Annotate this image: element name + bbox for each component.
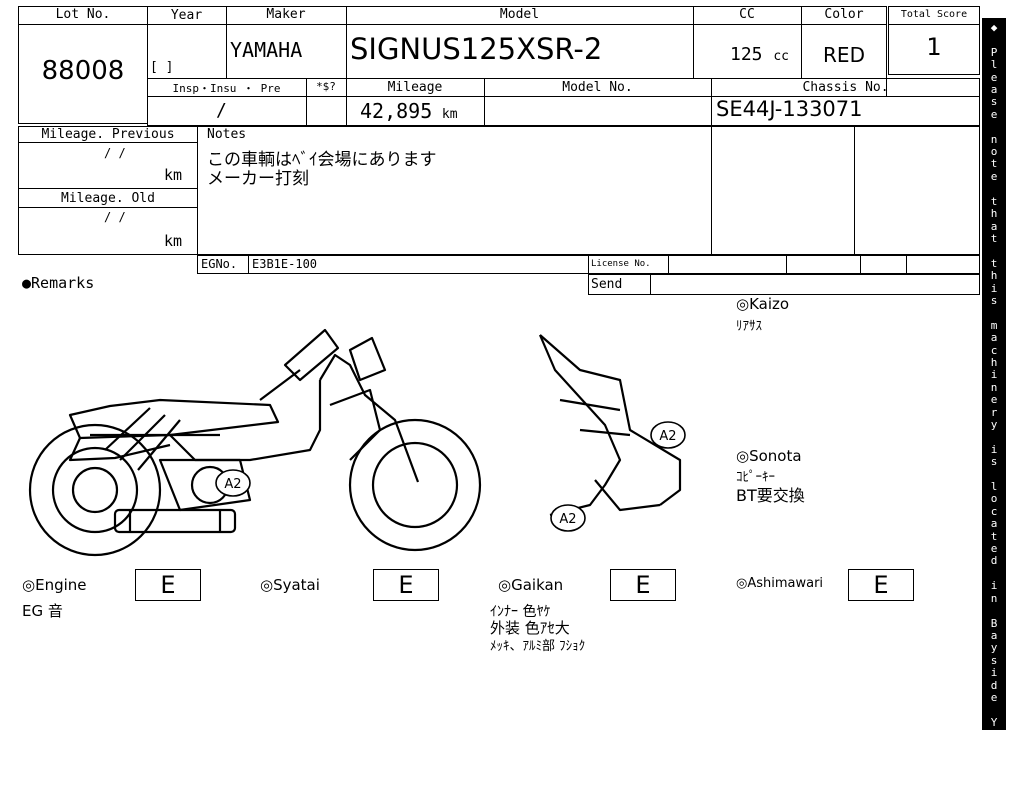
prev-mileage-unit: km [164,166,183,184]
old-mileage-unit: km [164,232,183,250]
old-mileage-label: Mileage. Old [61,191,155,206]
maker-value: YAMAHA [230,38,303,62]
eg-value: E3B1E-100 [252,257,318,271]
ashimawari-grade: E [848,569,914,601]
prev-mileage-label: Mileage. Previous [41,127,175,142]
scooter-diagram: A2 A2 A2 [28,328,686,557]
year-value: [ ] [150,60,174,75]
kaizo-label: ◎Kaizo [736,295,790,313]
gaikan-note-1: ｲﾝﾅｰ 色ﾔｹ [490,604,551,620]
model-value: SIGNUS125XSR-2 [350,32,603,66]
sonota-note-1: ｺﾋﾟｰｷｰ [736,470,775,485]
kaizo-note: ﾘｱｻｽ [736,319,762,334]
insp-label: Insp・Insu ・ Pre [172,82,281,95]
score-value: 1 [926,33,942,61]
maker-label: Maker [266,7,306,22]
mileage-value: 42,895 km [360,99,458,123]
ashimawari-label: ◎Ashimawari [736,576,824,591]
color-label: Color [824,7,864,22]
insp-value: / [216,100,227,121]
cc-unit: cc [773,49,790,64]
chassis-value: SE44J-133071 [716,97,863,121]
chassis-label: Chassis No. [802,80,889,95]
diagram-mark-1: A2 [224,477,241,492]
mileage-number: 42,895 [360,99,433,123]
notes-label: Notes [207,127,247,142]
engine-label: ◎Engine [22,576,87,594]
diagram-mark-2: A2 [659,429,676,444]
mileage-unit: km [441,107,458,122]
syatai-label: ◎Syatai [260,576,320,594]
score-box [888,6,980,75]
send-label: Send [591,277,623,292]
lot-number: 88008 [41,56,125,86]
remarks-label: ●Remarks [22,274,95,292]
year-label: Year [170,8,203,23]
row2-table [147,78,980,126]
color-value: RED [823,43,865,67]
score-label: Total Score [900,9,968,20]
license-label: License No. [591,259,651,269]
model-label: Model [499,7,540,22]
diagram-mark-3: A2 [559,512,576,527]
engine-note: EG 音 [22,602,63,620]
rear-wheel [28,423,162,557]
notes-line-2: メーカー打刻 [207,169,309,189]
front-wheel [348,418,482,552]
notes-panel [197,126,980,255]
old-mileage-date: / / [104,210,126,224]
cc-value: 125 cc [730,44,789,65]
model-no-label: Model No. [562,80,633,95]
gaikan-note-3: ﾒｯｷ、ｱﾙﾐ部 ﾌｼｮｸ [490,639,586,654]
syatai-grade: E [373,569,439,601]
gaikan-grade: E [610,569,676,601]
star-label: *$? [316,80,336,93]
notes-line-1: この車輌はﾍﾞｲ会場にあります [207,150,437,170]
sonota-note-2: BT要交換 [736,486,805,505]
sonota-label: ◎Sonota [736,447,802,465]
prev-mileage-date: / / [104,146,126,160]
mileage-label: Mileage [387,80,443,95]
lot-label: Lot No. [55,7,111,22]
gaikan-label: ◎Gaikan [498,576,564,594]
cc-number: 125 [730,44,763,65]
gaikan-note-2: 外装 色ｱｾ大 [490,619,570,637]
cc-label: CC [739,7,755,22]
engine-grade: E [135,569,201,601]
send-row [588,274,980,295]
eg-label: EGNo. [201,257,238,271]
